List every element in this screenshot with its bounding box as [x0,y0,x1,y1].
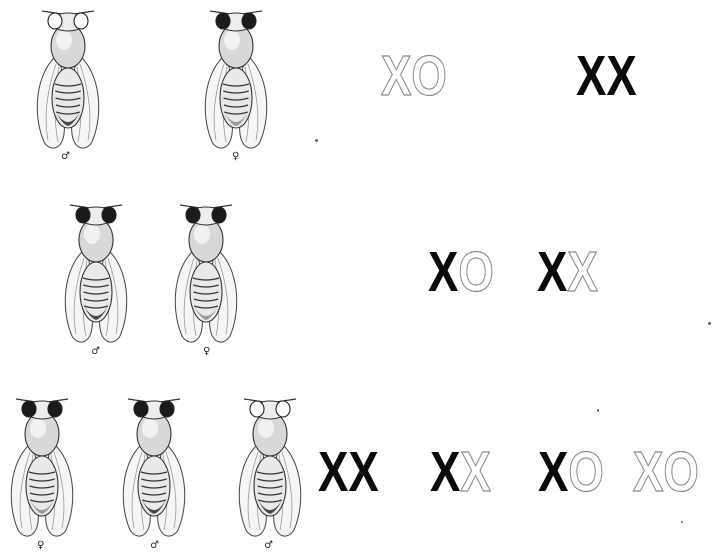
left-eye [48,13,62,29]
right-eye [74,13,88,29]
right-eye [160,401,174,417]
o-null-outline: O [568,444,603,501]
thorax-highlight [258,418,274,438]
sex-symbol: ♀ [203,347,210,357]
x-chromosome-solid: X [538,444,568,501]
fly-r3-3 [230,392,310,545]
right-eye [276,401,290,417]
x-chromosome-solid: X [428,244,458,301]
fly-r3-1 [2,392,82,545]
thorax-highlight [142,418,158,438]
x-chromosome-solid: X [348,444,378,501]
x-chromosome-solid: X [576,48,606,105]
x-chromosome-solid: X [606,48,636,105]
fruit-fly-icon [196,4,276,152]
chromosome-pair-r2-1: XO [428,244,494,301]
thorax-highlight [84,224,100,244]
fly-r2-1 [56,198,136,351]
x-chromosome-solid: X [430,444,460,501]
fly-r1-1 [28,4,108,157]
left-eye [216,13,230,29]
sex-symbol: ♂ [150,541,159,551]
o-null-outline: O [411,48,446,105]
fruit-fly-icon [114,392,194,540]
sex-symbol: ♀ [37,541,44,551]
right-eye [102,207,116,223]
fruit-fly-icon [230,392,310,540]
x-chromosome-outline: X [381,48,411,105]
x-chromosome-outline: X [460,444,490,501]
thorax-highlight [56,30,72,50]
thorax-highlight [224,30,240,50]
x-chromosome-outline: X [633,444,663,501]
chromosome-pair-r1-2: XX [576,48,637,105]
fly-r2-2 [166,198,246,351]
print-speck [315,139,318,142]
right-eye [242,13,256,29]
sex-symbol: ♂ [91,347,100,357]
sex-symbol: ♂ [61,152,70,162]
chromosome-pair-r3-4: XO [633,444,699,501]
chromosome-pair-r3-3: XO [538,444,604,501]
left-eye [76,207,90,223]
print-speck [708,322,711,325]
fruit-fly-icon [56,198,136,346]
x-chromosome-solid: X [537,244,567,301]
o-null-outline: O [458,244,493,301]
left-eye [134,401,148,417]
print-speck [597,409,599,412]
left-eye [250,401,264,417]
x-chromosome-outline: X [567,244,597,301]
fly-r3-2 [114,392,194,545]
thorax-highlight [194,224,210,244]
thorax-highlight [30,418,46,438]
right-eye [212,207,226,223]
print-speck [681,521,683,523]
fly-r1-2 [196,4,276,157]
sex-symbol: ♂ [264,541,273,551]
chromosome-pair-r1-1: XO [381,48,447,105]
x-chromosome-solid: X [318,444,348,501]
sex-symbol: ♀ [232,152,239,162]
fruit-fly-icon [28,4,108,152]
chromosome-pair-r3-1: XX [318,444,379,501]
chromosome-pair-r3-2: XX [430,444,491,501]
left-eye [22,401,36,417]
right-eye [48,401,62,417]
o-null-outline: O [663,444,698,501]
fruit-fly-icon [2,392,82,540]
left-eye [186,207,200,223]
fruit-fly-icon [166,198,246,346]
chromosome-pair-r2-2: XX [537,244,598,301]
